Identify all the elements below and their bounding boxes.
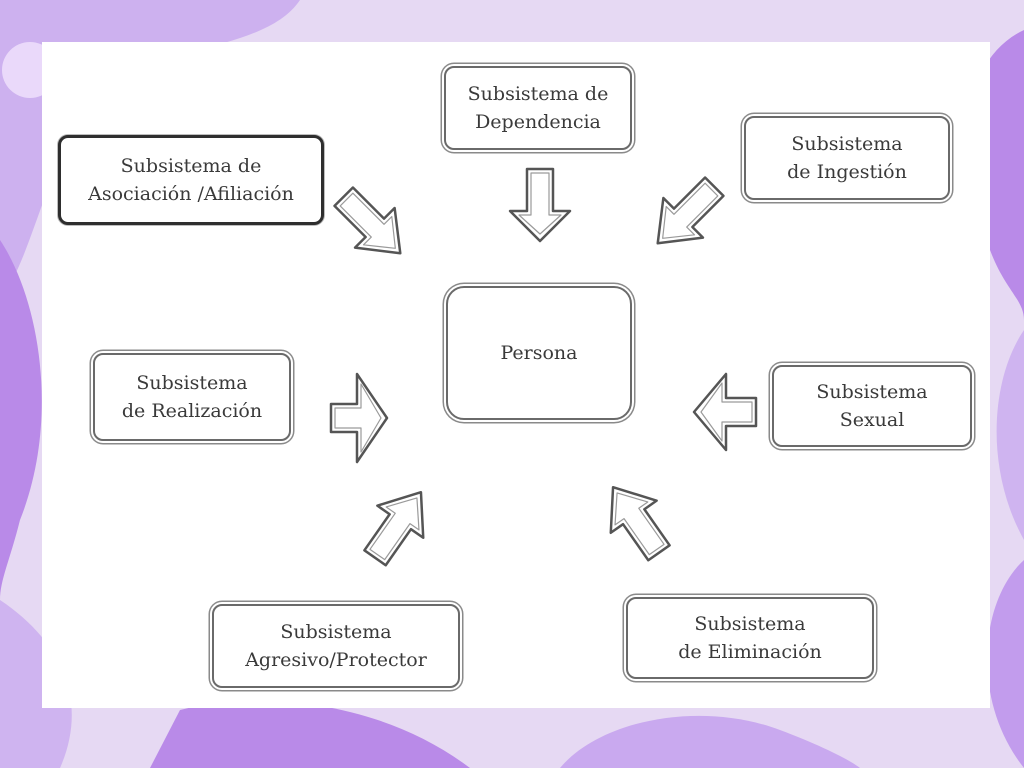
subsystem-agresivo-box: Subsistema Agresivo/Protector (212, 604, 460, 688)
subsystem-realizacion-box: Subsistema de Realización (93, 353, 291, 441)
subsystem-line: Subsistema de (120, 155, 262, 177)
subsystem-line: Subsistema (280, 621, 392, 643)
subsystem-line: Subsistema (816, 381, 928, 403)
subsystem-line: Subsistema de (467, 83, 609, 105)
subsystem-line: Sexual (839, 409, 905, 431)
subsystem-line: Dependencia (475, 111, 601, 133)
subsystem-line: de Eliminación (678, 641, 822, 663)
subsystem-dependencia-box: Subsistema de Dependencia (444, 66, 632, 150)
subsystem-line: Agresivo/Protector (245, 649, 427, 671)
subsystem-eliminacion-box: Subsistema de Eliminación (626, 597, 874, 679)
subsystem-line: Asociación /Afiliación (88, 183, 294, 205)
subsystem-sexual-box: Subsistema Sexual (772, 365, 972, 447)
subsystem-line: Subsistema (791, 133, 903, 155)
subsystem-line: de Ingestión (787, 161, 907, 183)
subsystem-ingestion-box: Subsistema de Ingestión (744, 116, 950, 200)
subsystem-line: Subsistema (694, 613, 806, 635)
persona-box: Persona (446, 286, 632, 420)
subsystem-line: Subsistema (136, 372, 248, 394)
subsystem-asociacion-box: Subsistema de Asociación /Afiliación (58, 135, 324, 225)
persona-label: Persona (500, 342, 578, 364)
subsystem-line: de Realización (121, 400, 263, 422)
